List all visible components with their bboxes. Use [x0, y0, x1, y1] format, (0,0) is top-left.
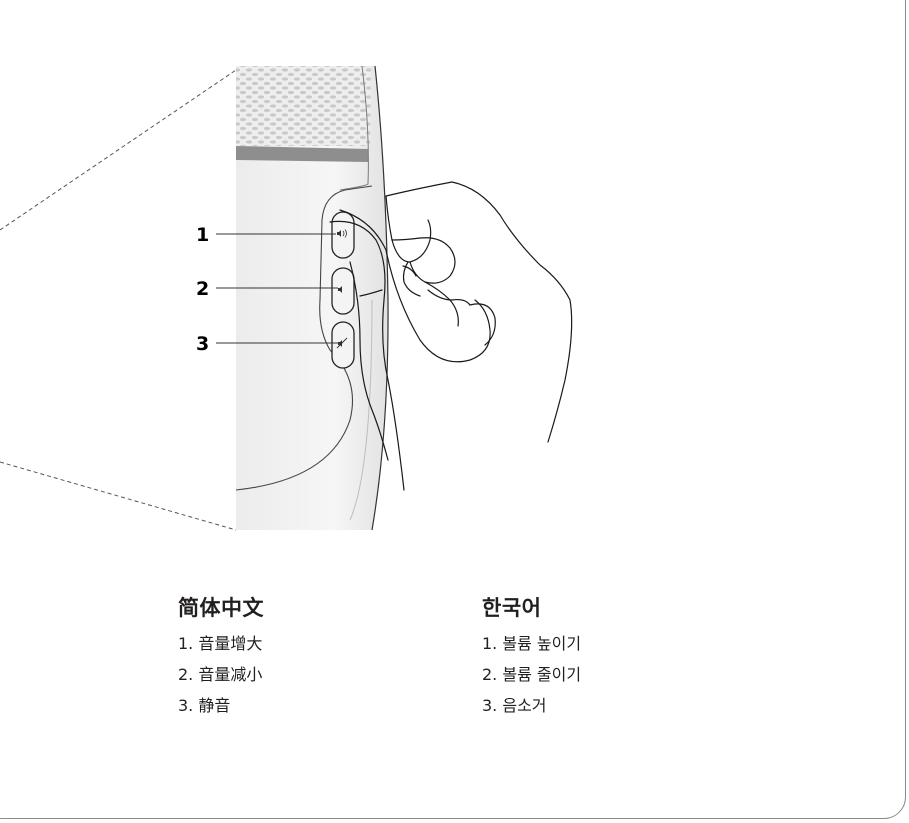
korean-item-volume-down: 2. 볼륨 줄이기	[482, 665, 582, 684]
callout-number-2: 2	[196, 278, 209, 300]
callout-number-1: 1	[196, 224, 209, 246]
korean-title: 한국어	[482, 596, 542, 620]
hand-outline	[329, 181, 573, 491]
volume-down-icon	[338, 286, 342, 293]
chinese-item-mute: 3. 静音	[178, 696, 231, 715]
mute-button	[331, 321, 355, 369]
earcup-band	[236, 146, 368, 162]
volume-down-button	[331, 267, 355, 315]
volume-up-button	[331, 211, 355, 259]
chinese-title: 简体中文	[178, 596, 264, 620]
headset-illustration: 1 2 3	[0, 65, 573, 531]
chinese-section: 简体中文 1. 音量增大 2. 音量减小 3. 静音	[178, 592, 264, 727]
chinese-item-volume-down: 2. 音量减小	[178, 665, 263, 684]
korean-item-mute: 3. 음소거	[482, 696, 547, 715]
earcup-rim	[371, 65, 389, 531]
korean-list: 1. 볼륨 높이기 2. 볼륨 줄이기 3. 음소거	[482, 634, 581, 716]
zoom-dash-top	[0, 69, 237, 231]
zoom-dash-bottom	[0, 461, 237, 531]
chinese-list: 1. 音量增大 2. 音量减小 3. 静音	[178, 634, 264, 716]
earcup-mesh	[236, 66, 371, 146]
korean-section: 한국어 1. 볼륨 높이기 2. 볼륨 줄이기 3. 음소거	[482, 592, 581, 727]
mute-icon	[336, 337, 348, 349]
chinese-item-volume-up: 1. 音量增大	[178, 634, 263, 653]
earcup-body	[236, 66, 389, 530]
callout-number-3: 3	[196, 333, 209, 355]
volume-up-icon	[337, 229, 347, 238]
korean-item-volume-up: 1. 볼륨 높이기	[482, 634, 582, 653]
